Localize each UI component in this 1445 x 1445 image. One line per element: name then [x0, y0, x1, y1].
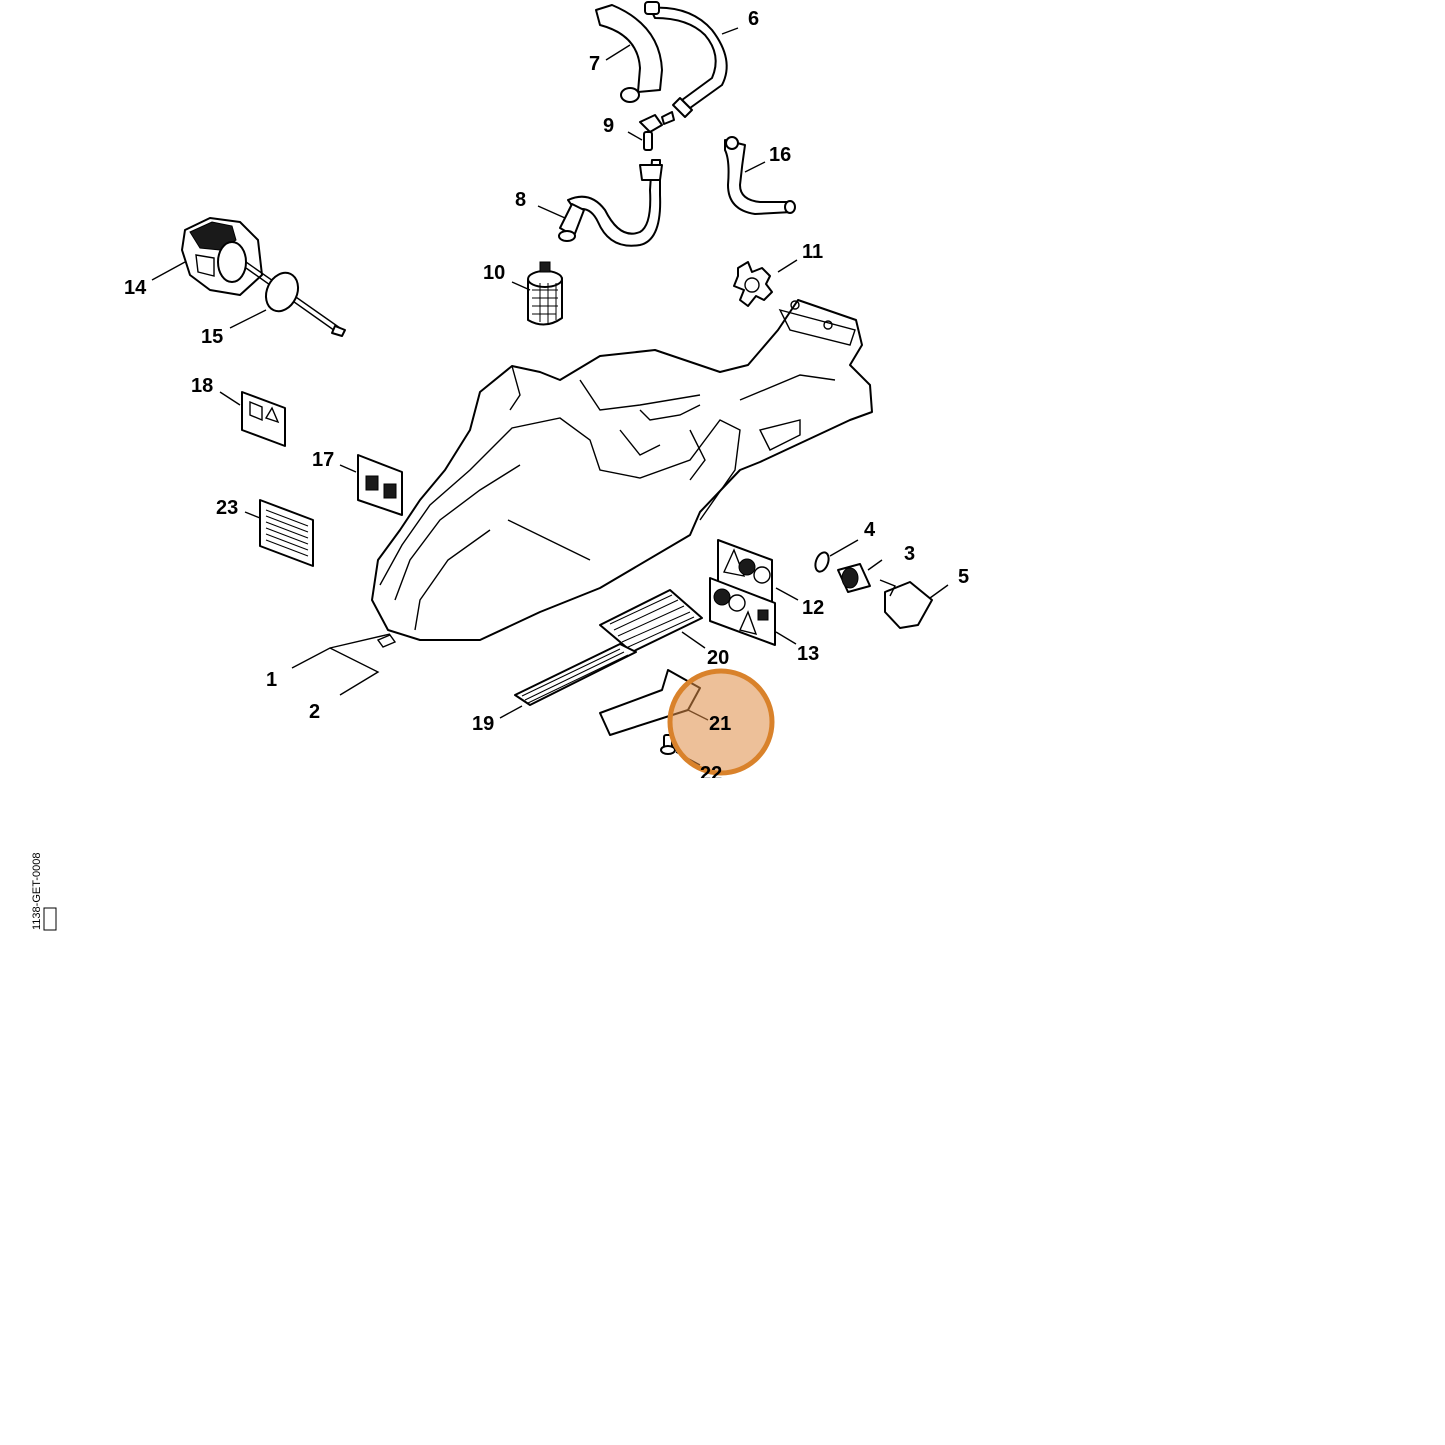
part-5-cap[interactable]	[879, 579, 933, 629]
callout-1[interactable]: 1	[266, 669, 277, 691]
part-13-warning-label[interactable]	[709, 577, 776, 646]
callout-5[interactable]: 5	[958, 566, 969, 588]
part-10-fuel-filter[interactable]	[527, 261, 563, 326]
highlight-marker	[667, 668, 775, 776]
callout-8[interactable]: 8	[515, 189, 526, 211]
callout-23[interactable]: 23	[216, 497, 238, 519]
callout-6[interactable]: 6	[748, 8, 759, 30]
part-6-hose[interactable]	[644, 1, 728, 118]
part-18-label[interactable]	[241, 391, 286, 447]
callout-9[interactable]: 9	[603, 115, 614, 137]
part-9-connector[interactable]	[639, 111, 675, 151]
callout-13[interactable]: 13	[797, 643, 819, 665]
part-2-plate[interactable]	[376, 634, 397, 648]
callout-15[interactable]: 15	[201, 326, 223, 348]
callout-2[interactable]: 2	[309, 701, 320, 723]
part-23-grille-label[interactable]	[259, 499, 314, 567]
callout-16[interactable]: 16	[769, 144, 791, 166]
callout-21[interactable]: 21	[709, 713, 731, 735]
part-7-hose-elbow[interactable]	[595, 4, 663, 103]
callout-17[interactable]: 17	[312, 449, 334, 471]
crop-mask	[660, 778, 750, 798]
part-3-valve[interactable]	[837, 563, 871, 593]
part-14-oil-pump[interactable]	[181, 217, 341, 334]
part-15-o-ring[interactable]	[260, 268, 346, 337]
part-16-oil-hose[interactable]	[724, 136, 796, 215]
callout-7[interactable]: 7	[589, 53, 600, 75]
part-20-grille-plate[interactable]	[599, 589, 703, 653]
part-4-o-ring[interactable]	[813, 551, 831, 574]
part-19-grille-strip[interactable]	[514, 643, 637, 706]
callout-20[interactable]: 20	[707, 647, 729, 669]
callout-18[interactable]: 18	[191, 375, 213, 397]
drawing-code: 1138-GET-0008	[31, 853, 57, 931]
part-11-sprocket[interactable]	[733, 261, 773, 307]
drawing-code-text: 1138-GET-0008	[31, 853, 43, 930]
part-1-housing[interactable]	[371, 299, 873, 641]
callout-labels: 1 2 3 4 5 6 7 8 9 10 11 12 13 14 15 16 1…	[124, 8, 969, 785]
callout-10[interactable]: 10	[483, 262, 505, 284]
callout-11[interactable]: 11	[802, 241, 823, 263]
callout-19[interactable]: 19	[472, 713, 494, 735]
callout-4[interactable]: 4	[864, 519, 876, 541]
part-17-label[interactable]	[357, 454, 403, 516]
part-8-pickup-hose[interactable]	[558, 159, 663, 247]
callout-14[interactable]: 14	[124, 277, 147, 299]
callout-3[interactable]: 3	[904, 543, 915, 565]
callout-12[interactable]: 12	[802, 597, 824, 619]
